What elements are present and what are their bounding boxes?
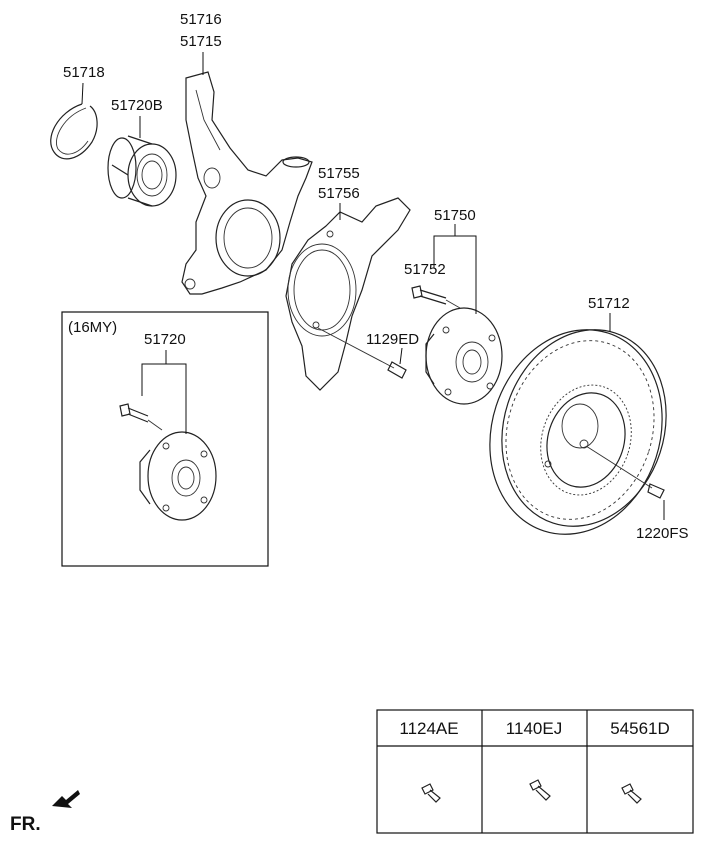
table-header-3: 54561D — [610, 719, 670, 738]
label-51718: 51718 — [63, 64, 105, 81]
label-1220fs: 1220FS — [636, 525, 689, 542]
bolt-51752[interactable] — [411, 285, 461, 309]
label-51716: 51716 — [180, 11, 222, 28]
bracket-51720 — [141, 363, 187, 434]
label-51756: 51756 — [318, 185, 360, 202]
parts-table — [376, 709, 694, 834]
bolt-51720-inset[interactable] — [119, 403, 163, 431]
table-header-2: 1140EJ — [506, 719, 562, 738]
label-51750: 51750 — [434, 207, 476, 224]
knuckle-51716-51715[interactable] — [181, 71, 313, 295]
leader-1129ed — [399, 347, 403, 365]
bolt-icon-1140ej — [529, 779, 551, 801]
bolt-icon-1124ae — [421, 783, 441, 803]
bolt-1220fs[interactable] — [585, 445, 665, 499]
leader-51718 — [81, 82, 84, 105]
label-51755: 51755 — [318, 165, 360, 182]
label-51752: 51752 — [404, 261, 446, 278]
fr-label: FR. — [10, 814, 41, 835]
label-51715: 51715 — [180, 33, 222, 50]
snap-ring-51718[interactable] — [50, 103, 98, 160]
hub-51720[interactable] — [139, 431, 217, 521]
label-51712: 51712 — [588, 295, 630, 312]
inset-title: (16MY) — [68, 319, 117, 336]
front-arrow-icon — [52, 790, 80, 808]
label-1129ed: 1129ED — [366, 331, 419, 348]
bolt-1129ed[interactable] — [317, 327, 407, 379]
dust-cover-51755-51756[interactable] — [285, 197, 411, 391]
bearing-51720b[interactable] — [107, 135, 177, 207]
label-51720: 51720 — [144, 331, 186, 348]
brake-disc-51712[interactable] — [464, 307, 691, 557]
inset-box-16my — [61, 311, 269, 567]
hub-51750[interactable] — [425, 307, 503, 405]
label-51720b: 51720B — [111, 97, 163, 114]
bolt-icon-54561d — [621, 783, 642, 804]
table-header-1: 1124AE — [399, 719, 458, 738]
